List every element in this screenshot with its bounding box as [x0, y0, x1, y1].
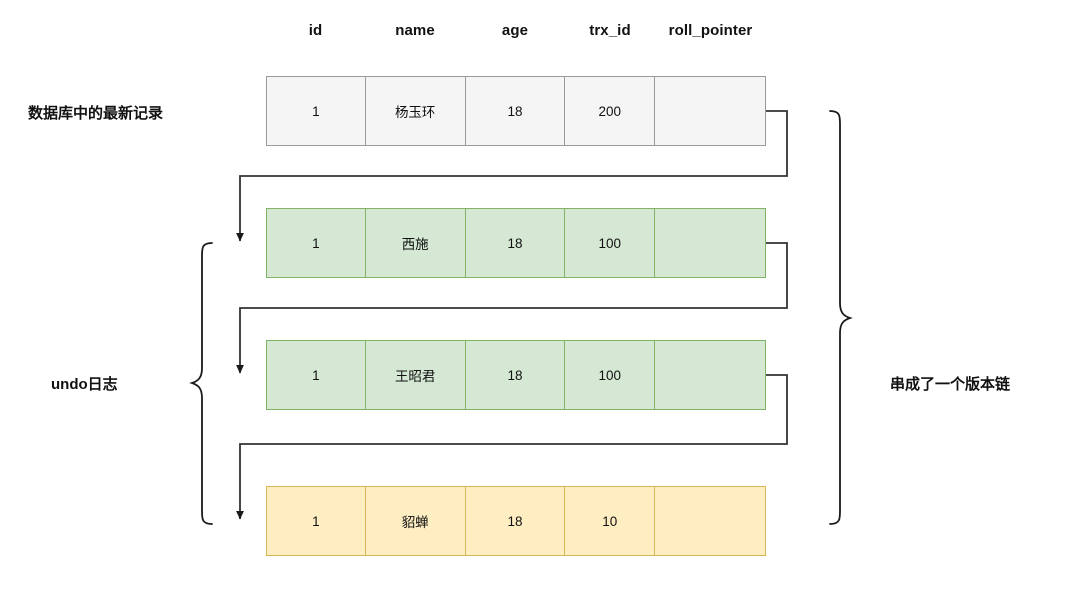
cell-id: 1 — [267, 341, 366, 409]
column-header-name: name — [395, 22, 435, 39]
undo-log-brace — [189, 242, 213, 525]
column-header-id: id — [308, 22, 323, 39]
cell-name: 王昭君 — [366, 341, 466, 409]
cell-age: 18 — [466, 341, 566, 409]
record-row-current: 1 杨玉环 18 200 — [266, 76, 766, 146]
cell-id: 1 — [267, 487, 366, 555]
version-chain-brace — [829, 110, 853, 525]
cell-roll-pointer — [655, 209, 766, 277]
record-row-undo-3: 1 貂蝉 18 10 — [266, 486, 766, 556]
cell-roll-pointer — [655, 341, 766, 409]
cell-age: 18 — [466, 487, 566, 555]
record-row-undo-2: 1 王昭君 18 100 — [266, 340, 766, 410]
label-undo-log: undo日志 — [51, 376, 118, 393]
label-version-chain: 串成了一个版本链 — [890, 376, 1011, 393]
cell-id: 1 — [267, 77, 366, 145]
cell-age: 18 — [466, 209, 566, 277]
cell-name: 西施 — [366, 209, 466, 277]
column-header-trx-id: trx_id — [589, 22, 631, 39]
cell-name: 貂蝉 — [366, 487, 466, 555]
cell-trx-id: 200 — [565, 77, 656, 145]
column-header-age: age — [501, 22, 529, 39]
cell-roll-pointer — [655, 77, 766, 145]
cell-id: 1 — [267, 209, 366, 277]
column-header-roll-pointer: roll_pointer — [668, 22, 753, 39]
record-row-undo-1: 1 西施 18 100 — [266, 208, 766, 278]
cell-roll-pointer — [655, 487, 766, 555]
cell-name: 杨玉环 — [366, 77, 466, 145]
cell-trx-id: 100 — [565, 209, 656, 277]
cell-trx-id: 100 — [565, 341, 656, 409]
cell-age: 18 — [466, 77, 566, 145]
label-latest-record: 数据库中的最新记录 — [28, 105, 164, 122]
cell-trx-id: 10 — [565, 487, 656, 555]
